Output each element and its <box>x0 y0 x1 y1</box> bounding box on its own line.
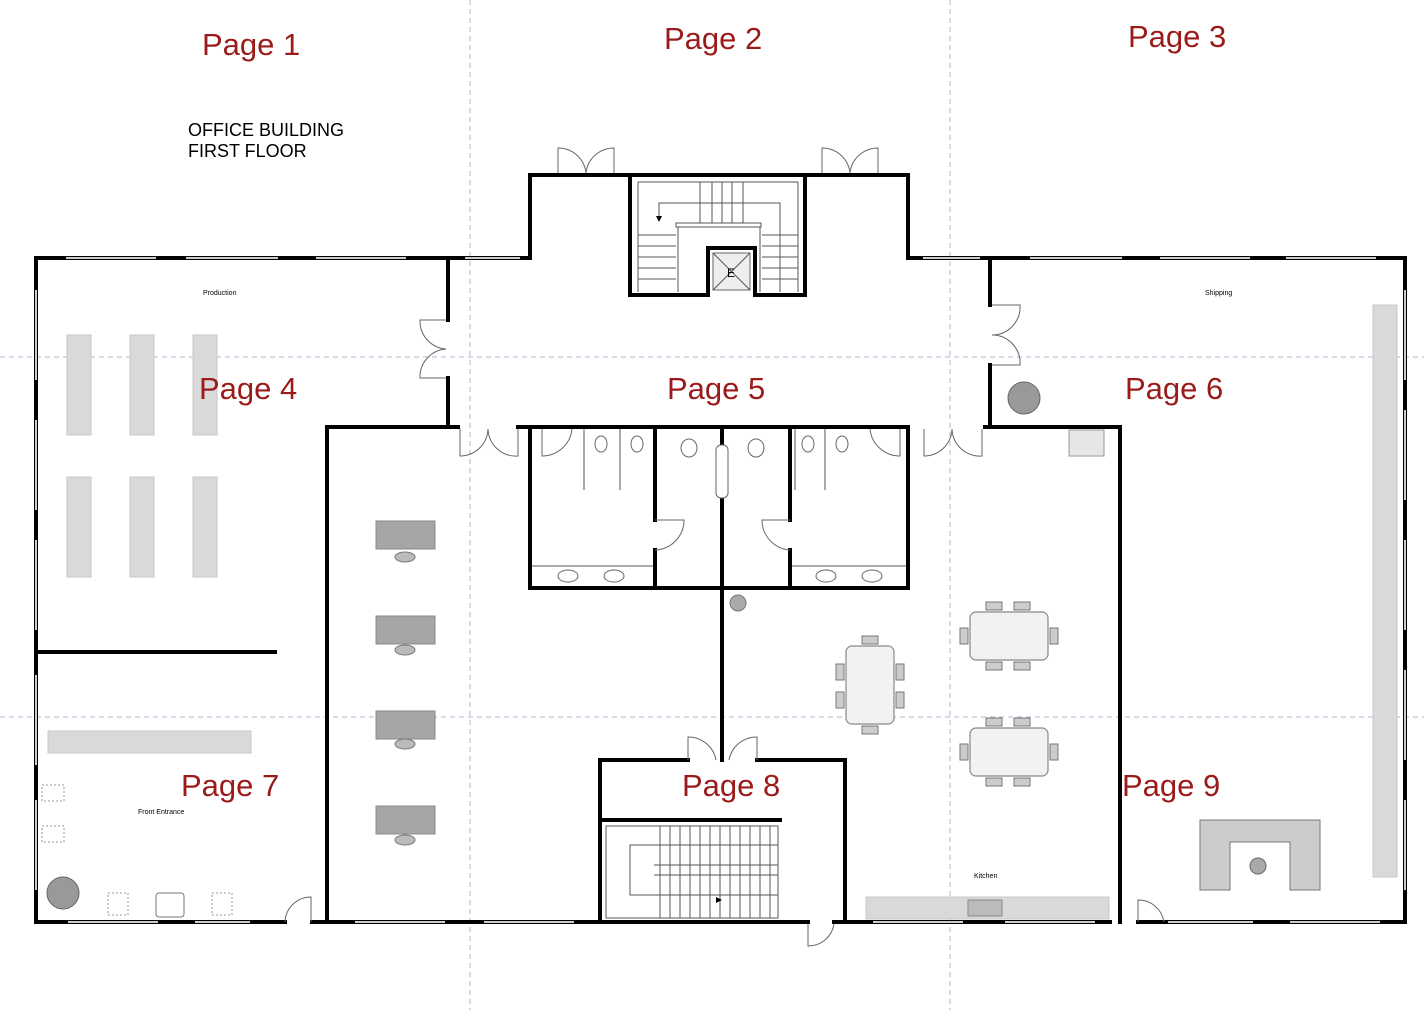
kitchen-sink <box>967 899 1003 917</box>
restroom-fixtures <box>532 429 906 583</box>
chair-icon <box>211 892 233 916</box>
fridge <box>1068 429 1105 457</box>
stair-arrow-icon <box>716 897 722 903</box>
page-label-8: Page 8 <box>682 768 780 803</box>
plant-icon <box>1007 381 1041 415</box>
room-label-shipping: Shipping <box>1205 290 1232 297</box>
page-label-6: Page 6 <box>1125 371 1223 406</box>
chair-icon <box>41 784 65 802</box>
reception-counter <box>47 730 252 754</box>
doors <box>284 147 1165 947</box>
office-desks <box>375 520 436 846</box>
page-labels: Page 1 Page 2 Page 3 Page 4 Page 5 Page … <box>181 19 1226 803</box>
chair-icon <box>41 825 65 843</box>
shipping-workstation <box>1199 819 1321 891</box>
room-label-production: Production <box>203 290 237 297</box>
room-label-kitchen: Kitchen <box>974 873 997 880</box>
stairs-bottom <box>605 825 779 919</box>
chair-icon <box>107 892 129 916</box>
plan-title-line2: FIRST FLOOR <box>188 141 307 161</box>
side-table <box>155 892 185 918</box>
page-label-1: Page 1 <box>202 27 300 62</box>
page-label-9: Page 9 <box>1122 768 1220 803</box>
stairs-top: E <box>637 181 799 292</box>
plant-icon <box>46 876 80 910</box>
windows <box>35 257 1406 923</box>
page-label-7: Page 7 <box>181 768 279 803</box>
trash-bin-icon <box>729 594 747 612</box>
dining-tables <box>835 601 1059 787</box>
production-benches <box>66 334 218 578</box>
page-label-5: Page 5 <box>667 371 765 406</box>
page-label-3: Page 3 <box>1128 19 1226 54</box>
page-label-4: Page 4 <box>199 371 297 406</box>
room-label-front-entrance: Front Entrance <box>138 809 184 816</box>
page-label-2: Page 2 <box>664 21 762 56</box>
elevator-label: E <box>727 266 735 280</box>
stair-arrow-icon <box>656 216 662 222</box>
plan-title-line1: OFFICE BUILDING <box>188 120 344 140</box>
shipping-shelf <box>1372 304 1398 878</box>
